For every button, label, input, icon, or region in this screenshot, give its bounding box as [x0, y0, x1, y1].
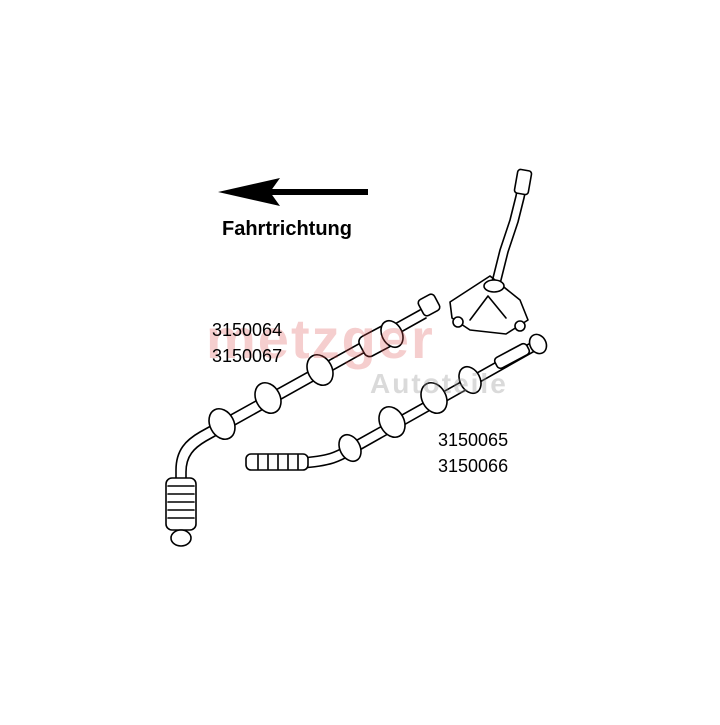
part-number-lower-2: 3150066	[438, 456, 509, 476]
part-number-upper-2: 3150067	[212, 346, 283, 366]
arrow-left-icon	[218, 178, 368, 206]
part-number-lower-1: 3150065	[438, 430, 509, 450]
part-number-upper-1: 3150064	[212, 320, 283, 340]
direction-label: Fahrtrichtung	[222, 218, 352, 240]
gear-shifter-icon	[449, 168, 533, 335]
lower-cable	[245, 333, 548, 471]
upper-cable	[165, 293, 441, 547]
